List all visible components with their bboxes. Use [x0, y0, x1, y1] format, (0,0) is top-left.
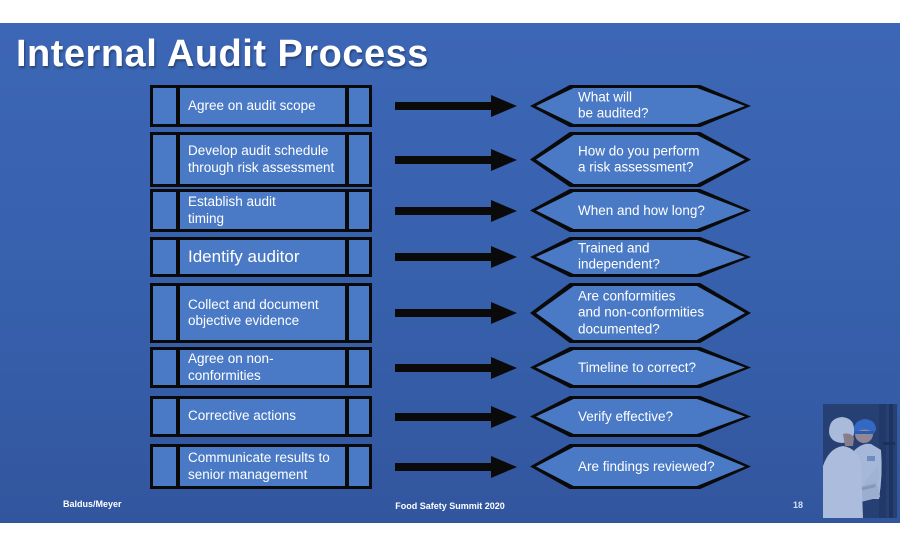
arrow-shaft	[395, 102, 491, 110]
question-hexagon: When and how long?	[530, 189, 751, 232]
arrow-shaft	[395, 309, 491, 317]
step-box-label: Agree on non-conformities	[180, 350, 345, 385]
hexagon-fill	[536, 447, 745, 486]
step-box-right-cell	[349, 135, 369, 184]
workers-photo-graphic	[823, 404, 897, 518]
footer-author: Baldus/Meyer	[63, 499, 122, 509]
step-box: Identify auditor	[150, 237, 372, 277]
hexagon-fill	[536, 240, 745, 274]
question-label: Are findings reviewed?	[578, 458, 715, 474]
step-box-left-cell	[153, 399, 176, 434]
question-label: How do you perform a risk assessment?	[578, 143, 700, 175]
step-box-left-cell	[153, 88, 176, 124]
step-box-label: Collect and document objective evidence	[180, 286, 345, 340]
step-box: Develop audit schedule through risk asse…	[150, 132, 372, 187]
hexagon-fill	[536, 135, 745, 184]
step-box-left-cell	[153, 192, 176, 229]
step-box-right-cell	[349, 286, 369, 340]
footer-event: Food Safety Summit 2020	[395, 501, 505, 511]
step-box: Establish audit timing	[150, 189, 372, 232]
question-hexagon: Trained and independent?	[530, 237, 751, 277]
slide-title: Internal Audit Process	[16, 33, 429, 75]
arrow-shaft	[395, 462, 491, 471]
arrow-shaft	[395, 363, 491, 372]
step-box-left-cell	[153, 240, 176, 274]
hexagon-fill	[536, 286, 745, 340]
process-row: Collect and document objective evidence …	[0, 283, 900, 343]
arrow-head	[491, 356, 517, 379]
arrow-right-icon	[395, 283, 517, 343]
hexagon-fill	[536, 399, 745, 434]
question-label: Trained and independent?	[578, 240, 660, 272]
question-label: Timeline to correct?	[578, 359, 697, 375]
hexagon-fill	[536, 88, 745, 124]
question-label: Are conformities and non-conformities do…	[578, 288, 705, 337]
arrow-head	[491, 405, 517, 428]
step-box: Agree on non-conformities	[150, 347, 372, 388]
step-box-label: Corrective actions	[180, 399, 345, 434]
arrow-head	[491, 455, 517, 478]
arrow-head	[491, 95, 517, 117]
step-box-right-cell	[349, 350, 369, 385]
arrow-right-icon	[395, 132, 517, 187]
question-hexagon: Are conformities and non-conformities do…	[530, 283, 751, 343]
hexagon-fill	[536, 350, 745, 385]
arrow-shaft	[395, 253, 491, 261]
arrow-right-icon	[395, 85, 517, 127]
arrow-shaft	[395, 206, 491, 215]
step-box-right-cell	[349, 447, 369, 486]
arrow-head	[491, 302, 517, 324]
step-box-left-cell	[153, 286, 176, 340]
slide: Internal Audit Process Agree on audit sc…	[0, 23, 900, 523]
question-label: Verify effective?	[578, 408, 674, 424]
arrow-right-icon	[395, 189, 517, 232]
process-row: Identify auditor Trained and independent…	[0, 237, 900, 277]
step-box-right-cell	[349, 240, 369, 274]
step-box-right-cell	[349, 88, 369, 124]
step-box-right-cell	[349, 192, 369, 229]
step-box-left-cell	[153, 350, 176, 385]
question-label: What will be audited?	[578, 89, 649, 121]
question-hexagon: Are findings reviewed?	[530, 444, 751, 489]
step-box: Agree on audit scope	[150, 85, 372, 127]
process-row: Communicate results to senior management…	[0, 444, 900, 489]
step-box: Collect and document objective evidence	[150, 283, 372, 343]
arrow-right-icon	[395, 444, 517, 489]
arrow-shaft	[395, 412, 491, 421]
arrow-right-icon	[395, 237, 517, 277]
step-box-left-cell	[153, 447, 176, 486]
arrow-head	[491, 246, 517, 268]
arrow-head	[491, 199, 517, 222]
question-hexagon: Timeline to correct?	[530, 347, 751, 388]
process-row: Agree on non-conformities Timeline to co…	[0, 347, 900, 388]
process-row: Corrective actions Verify effective?	[0, 396, 900, 437]
process-row: Establish audit timing When and how long…	[0, 189, 900, 232]
question-hexagon: Verify effective?	[530, 396, 751, 437]
arrow-right-icon	[395, 347, 517, 388]
arrow-right-icon	[395, 396, 517, 437]
step-box-label: Develop audit schedule through risk asse…	[180, 135, 345, 184]
step-box-label: Establish audit timing	[180, 192, 345, 229]
process-row: Agree on audit scope What will be audite…	[0, 85, 900, 127]
step-box: Corrective actions	[150, 396, 372, 437]
question-hexagon: How do you perform a risk assessment?	[530, 132, 751, 187]
step-box-label: Identify auditor	[180, 240, 345, 274]
question-hexagon: What will be audited?	[530, 85, 751, 127]
arrow-head	[491, 148, 517, 171]
process-row: Develop audit schedule through risk asse…	[0, 132, 900, 187]
step-box-left-cell	[153, 135, 176, 184]
arrow-shaft	[395, 155, 491, 164]
step-box-label: Agree on audit scope	[180, 88, 345, 124]
step-box: Communicate results to senior management	[150, 444, 372, 489]
hexagon-fill	[536, 192, 745, 229]
workers-photo	[823, 404, 897, 518]
question-label: When and how long?	[578, 202, 705, 218]
step-box-right-cell	[349, 399, 369, 434]
page-number: 18	[792, 500, 803, 510]
step-box-label: Communicate results to senior management	[180, 447, 345, 486]
